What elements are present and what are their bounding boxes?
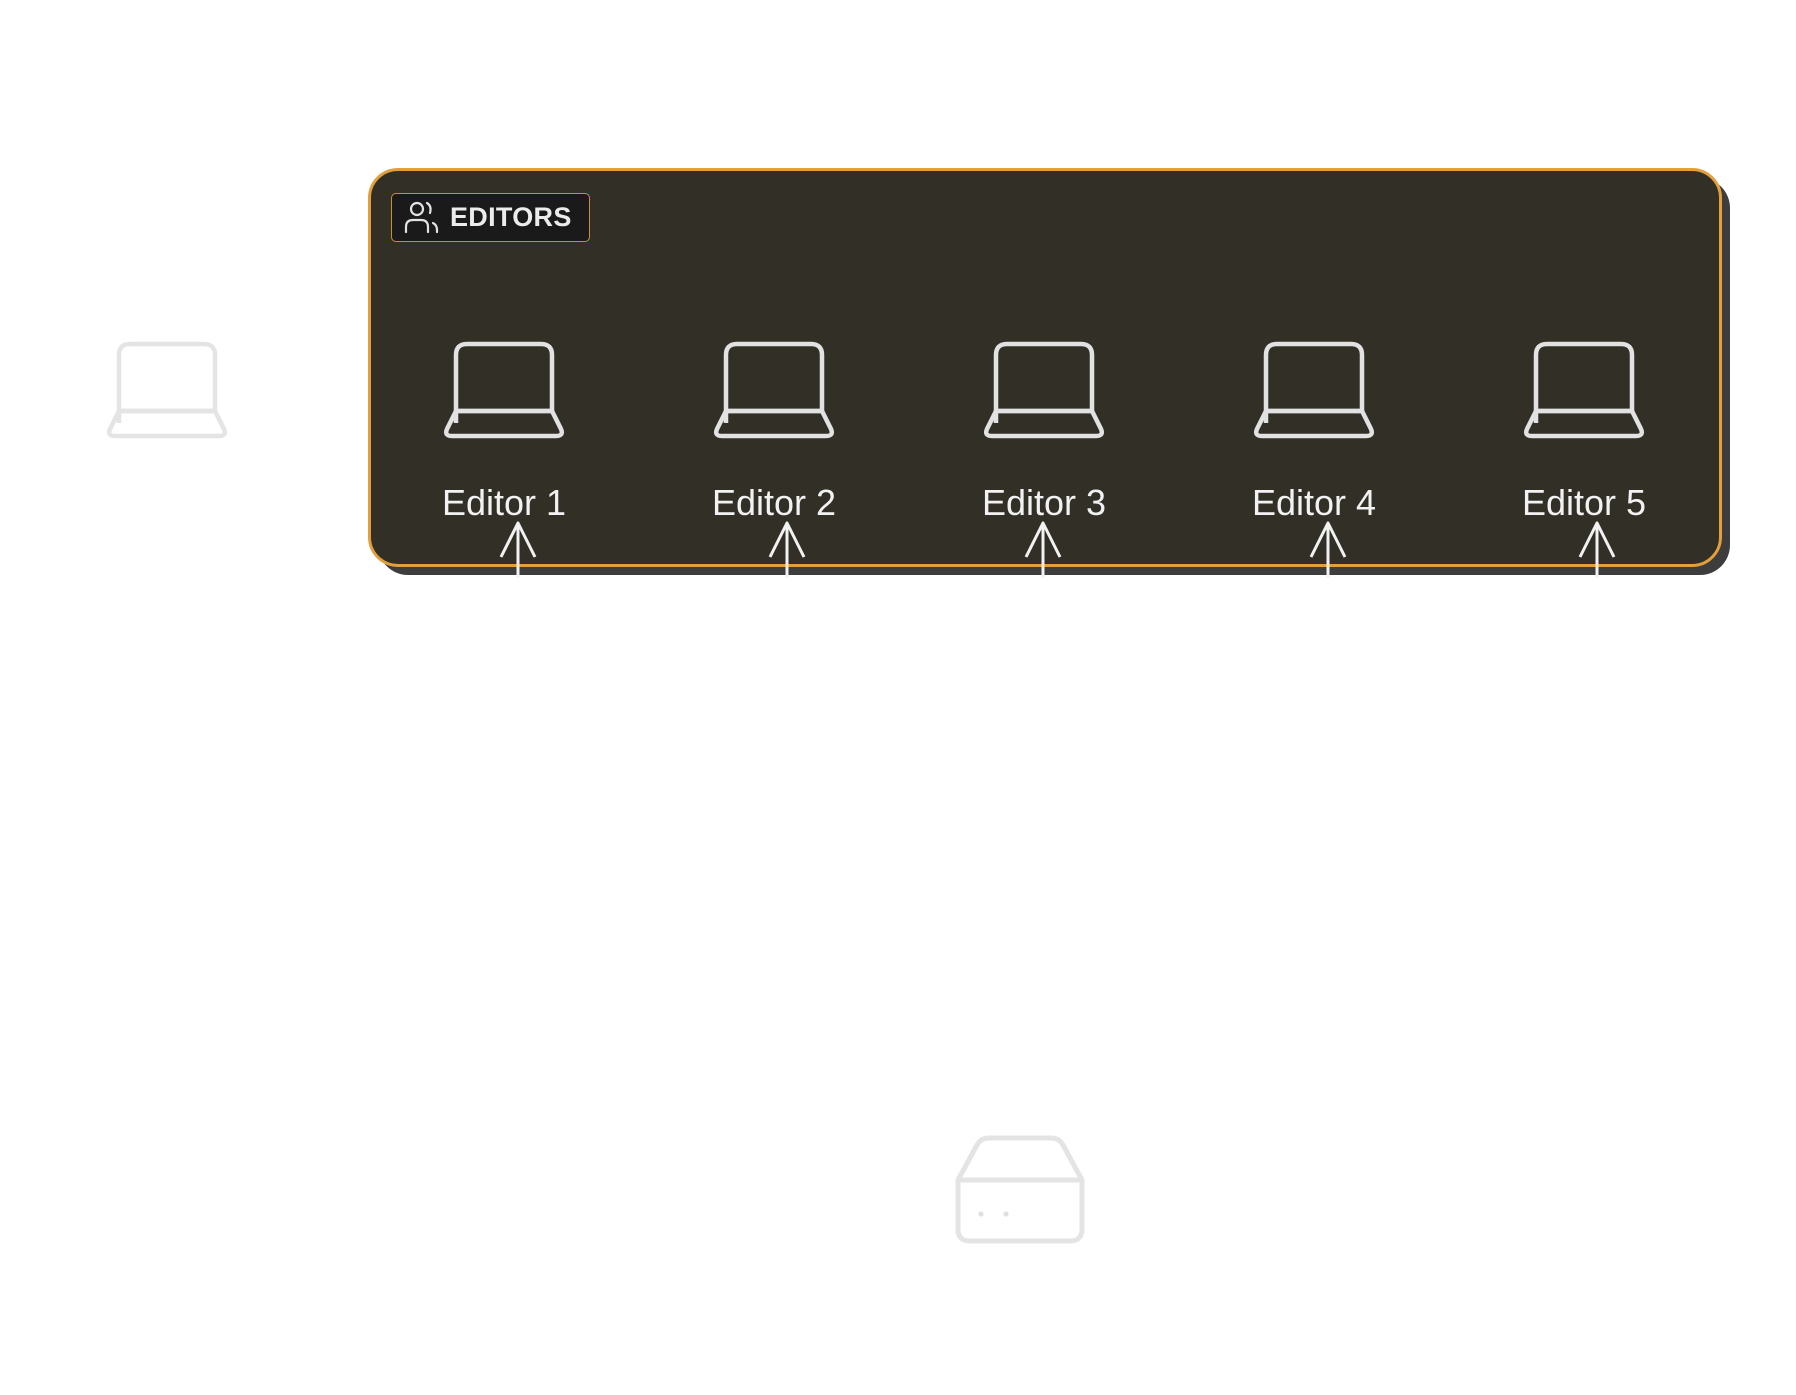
editor-node[interactable] <box>983 341 1105 444</box>
arrow-up-icon <box>1578 521 1616 578</box>
connection-arrow <box>767 520 807 585</box>
laptop-icon <box>1523 341 1645 439</box>
editor-label: Editor 3 <box>981 482 1107 523</box>
laptop-icon <box>983 341 1105 439</box>
connection-arrow <box>1577 520 1617 585</box>
editors-badge-label: EDITORS <box>450 202 572 232</box>
editors-group <box>368 168 1722 567</box>
laptop-icon <box>106 341 228 439</box>
connection-arrow <box>498 520 538 585</box>
arrow-up-icon <box>499 521 537 578</box>
editor-label: Editor 2 <box>711 482 837 523</box>
connection-arrow <box>1308 520 1348 585</box>
connection-arrow <box>1023 520 1063 585</box>
editor-label: Editor 4 <box>1251 482 1377 523</box>
standalone-laptop-node[interactable] <box>106 341 228 444</box>
users-icon <box>404 201 439 233</box>
editor-node[interactable] <box>1523 341 1645 444</box>
editors-badge: EDITORS <box>391 193 590 242</box>
arrow-up-icon <box>1309 521 1347 578</box>
editor-node[interactable] <box>713 341 835 444</box>
storage-server-node[interactable] <box>955 1135 1085 1245</box>
editor-label: Editor 1 <box>441 482 567 523</box>
editor-node[interactable] <box>443 341 565 444</box>
arrow-up-icon <box>768 521 806 578</box>
arrow-up-icon <box>1024 521 1062 578</box>
editor-label: Editor 5 <box>1521 482 1647 523</box>
editor-node[interactable] <box>1253 341 1375 444</box>
laptop-icon <box>713 341 835 439</box>
laptop-icon <box>1253 341 1375 439</box>
laptop-icon <box>443 341 565 439</box>
server-icon <box>955 1135 1085 1244</box>
